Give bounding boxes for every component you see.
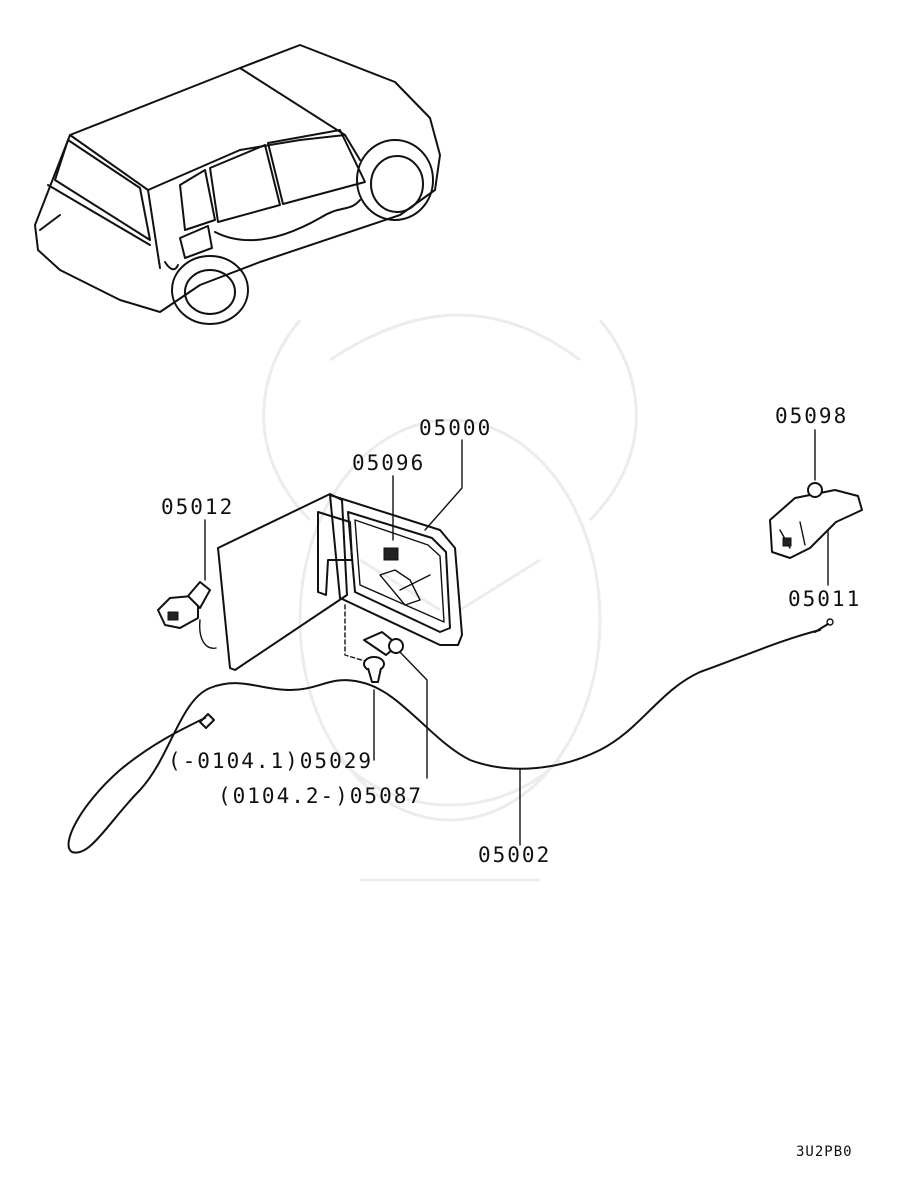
leader-lines <box>204 429 829 846</box>
part-label-05000: 05000 <box>419 416 493 440</box>
part-label-05087: (0104.2-)05087 <box>218 784 424 808</box>
release-lever <box>769 482 863 559</box>
part-label-05029: (-0104.1)05029 <box>168 749 374 773</box>
part-label-05002: 05002 <box>478 843 552 867</box>
fuel-lid-housing <box>317 494 463 646</box>
bolt-05087 <box>363 631 404 656</box>
clip-05029 <box>363 656 385 683</box>
part-label-05011: 05011 <box>788 587 862 611</box>
diagram-code: 3U2PB0 <box>796 1144 853 1160</box>
part-label-05096: 05096 <box>352 451 426 475</box>
vehicle-illustration <box>34 44 441 325</box>
fuel-lid-hinge <box>157 581 217 649</box>
part-label-05098: 05098 <box>775 404 849 428</box>
part-label-05012: 05012 <box>161 495 235 519</box>
watermark-logo <box>262 313 638 882</box>
fuel-lid-release-cable <box>67 618 834 854</box>
